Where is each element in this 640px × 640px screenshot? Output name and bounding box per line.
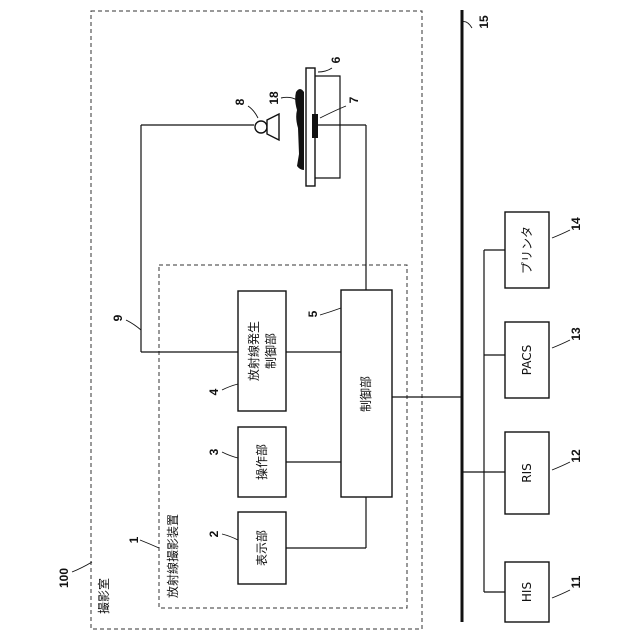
- ref-operation: 3: [207, 448, 221, 455]
- ris-label: RIS: [520, 463, 534, 483]
- ref-his: 11: [569, 575, 583, 588]
- ref-source: 8: [233, 98, 247, 105]
- generator-control-box: [238, 291, 286, 411]
- ref-apparatus: 1: [127, 536, 141, 543]
- printer-label: プリンタ: [520, 226, 534, 274]
- ref-generator-control: 4: [207, 388, 221, 395]
- pacs-label: PACS: [520, 345, 534, 375]
- ref-table: 6: [329, 56, 343, 63]
- control-unit-label: 制御部: [358, 376, 373, 412]
- operation-unit-label: 操作部: [254, 444, 269, 480]
- ref-room: 100: [57, 568, 71, 588]
- ref-subject: 18: [267, 91, 281, 105]
- ref-bus: 15: [477, 15, 491, 29]
- room-label: 撮影室: [96, 578, 111, 614]
- subject-figure: [295, 89, 304, 170]
- ref-control: 5: [306, 310, 320, 317]
- generator-control-label-2: 制御部: [263, 333, 278, 369]
- network-branches: [392, 250, 505, 592]
- ref-pacs: 13: [569, 327, 583, 341]
- ref-ris: 12: [569, 449, 583, 463]
- his-label: HIS: [520, 582, 534, 602]
- apparatus-label: 放射線撮影装置: [165, 514, 180, 598]
- ref-cable: 9: [111, 314, 125, 321]
- ref-detector: 7: [347, 96, 361, 103]
- xray-source-icon: [255, 114, 279, 140]
- ref-display: 2: [207, 530, 221, 537]
- detector: [312, 114, 318, 138]
- imaging-table: [306, 68, 340, 186]
- display-unit-label: 表示部: [254, 530, 269, 566]
- leader-lines: [72, 22, 570, 598]
- generator-control-label-1: 放射線発生: [246, 321, 261, 381]
- ref-printer: 14: [569, 217, 583, 231]
